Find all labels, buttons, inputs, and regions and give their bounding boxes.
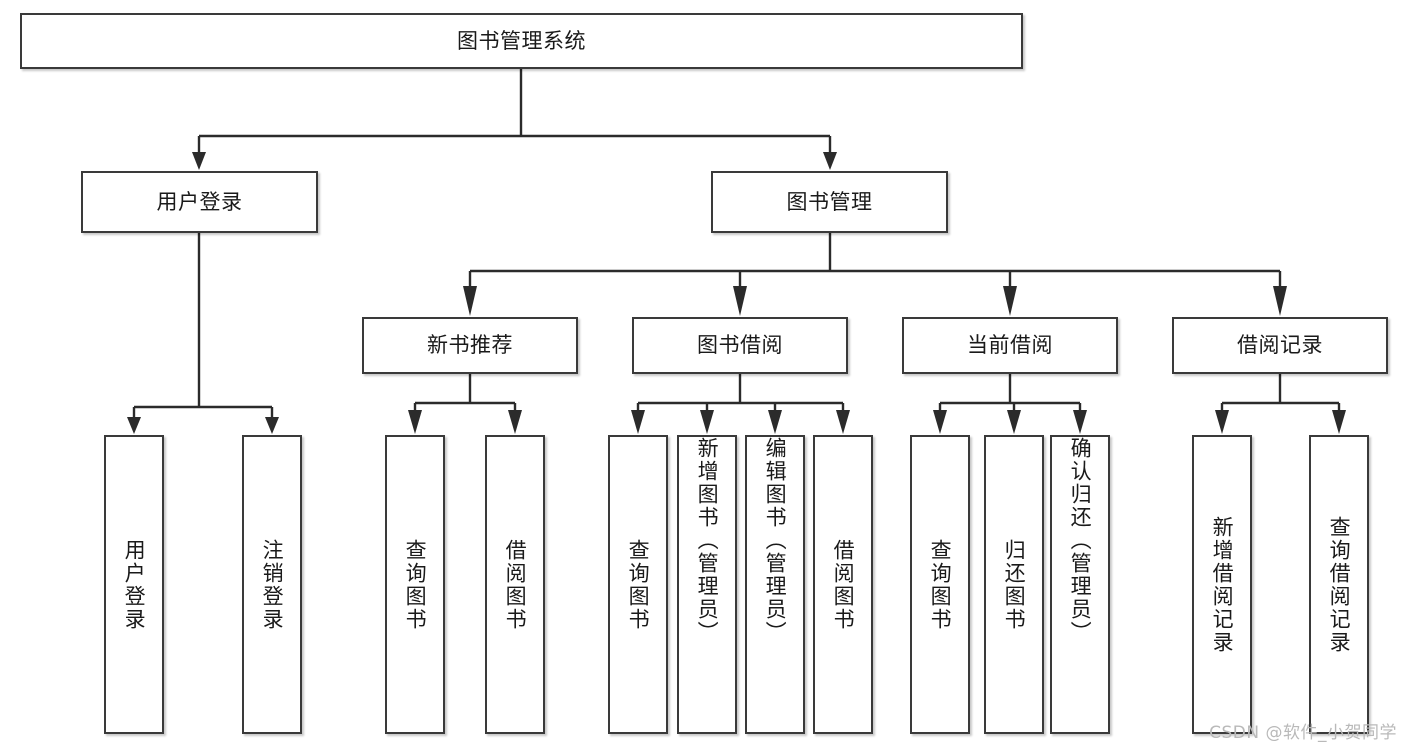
node-leaf-query-book-2-label: 查询图书 xyxy=(626,538,651,631)
node-leaf-user-logout[interactable]: 注销登录 xyxy=(242,435,302,734)
node-leaf-user-login[interactable]: 用户登录 xyxy=(104,435,164,734)
node-leaf-confirm-return-label: 确认归还（管理员） xyxy=(1068,437,1093,644)
link-borrowrecord-to-leaves xyxy=(1215,374,1346,434)
node-current-borrow-label: 当前借阅 xyxy=(967,333,1053,358)
node-borrow-record[interactable]: 借阅记录 xyxy=(1172,317,1388,374)
node-book-borrow[interactable]: 图书借阅 xyxy=(632,317,848,374)
link-newbook-to-leaves xyxy=(408,374,522,434)
node-leaf-user-login-label: 用户登录 xyxy=(122,538,147,631)
node-book-management-label: 图书管理 xyxy=(786,189,873,214)
node-leaf-borrow-book-1-label: 借阅图书 xyxy=(503,538,528,631)
node-leaf-add-book-label: 新增图书（管理员） xyxy=(695,437,720,644)
link-userlogin-to-leaves xyxy=(127,233,279,434)
node-leaf-add-record-label: 新增借阅记录 xyxy=(1210,515,1235,654)
node-leaf-return-book-label: 归还图书 xyxy=(1002,538,1027,631)
node-leaf-borrow-book-2-label: 借阅图书 xyxy=(831,538,856,631)
node-user-login-label: 用户登录 xyxy=(156,189,243,214)
node-leaf-query-record[interactable]: 查询借阅记录 xyxy=(1309,435,1369,734)
link-bookmanagement-to-level3 xyxy=(463,233,1287,316)
node-leaf-edit-book-label: 编辑图书（管理员） xyxy=(763,437,788,644)
node-leaf-query-book-1-label: 查询图书 xyxy=(403,538,428,631)
link-bookborrow-to-leaves xyxy=(631,374,850,434)
node-new-book-recommend[interactable]: 新书推荐 xyxy=(362,317,578,374)
node-leaf-edit-book[interactable]: 编辑图书（管理员） xyxy=(745,435,805,734)
node-leaf-borrow-book-2[interactable]: 借阅图书 xyxy=(813,435,873,734)
node-leaf-return-book[interactable]: 归还图书 xyxy=(984,435,1044,734)
node-user-login[interactable]: 用户登录 xyxy=(81,171,318,233)
node-leaf-query-book-2[interactable]: 查询图书 xyxy=(608,435,668,734)
node-leaf-user-logout-label: 注销登录 xyxy=(260,538,285,631)
node-book-borrow-label: 图书借阅 xyxy=(697,333,783,358)
node-borrow-record-label: 借阅记录 xyxy=(1237,333,1323,358)
node-leaf-query-book-1[interactable]: 查询图书 xyxy=(385,435,445,734)
node-leaf-borrow-book-1[interactable]: 借阅图书 xyxy=(485,435,545,734)
node-book-management[interactable]: 图书管理 xyxy=(711,171,948,233)
node-root[interactable]: 图书管理系统 xyxy=(20,13,1023,69)
node-leaf-query-book-3-label: 查询图书 xyxy=(928,538,953,631)
node-root-label: 图书管理系统 xyxy=(457,28,586,53)
node-leaf-query-book-3[interactable]: 查询图书 xyxy=(910,435,970,734)
node-current-borrow[interactable]: 当前借阅 xyxy=(902,317,1118,374)
node-new-book-recommend-label: 新书推荐 xyxy=(427,333,513,358)
node-leaf-add-record[interactable]: 新增借阅记录 xyxy=(1192,435,1252,734)
node-leaf-confirm-return[interactable]: 确认归还（管理员） xyxy=(1050,435,1110,734)
node-leaf-add-book[interactable]: 新增图书（管理员） xyxy=(677,435,737,734)
node-leaf-query-record-label: 查询借阅记录 xyxy=(1327,515,1352,654)
link-currentborrow-to-leaves xyxy=(933,374,1087,434)
link-root-to-level2 xyxy=(192,69,837,170)
watermark-text: CSDN @软件_小贺同学 xyxy=(1209,723,1397,743)
